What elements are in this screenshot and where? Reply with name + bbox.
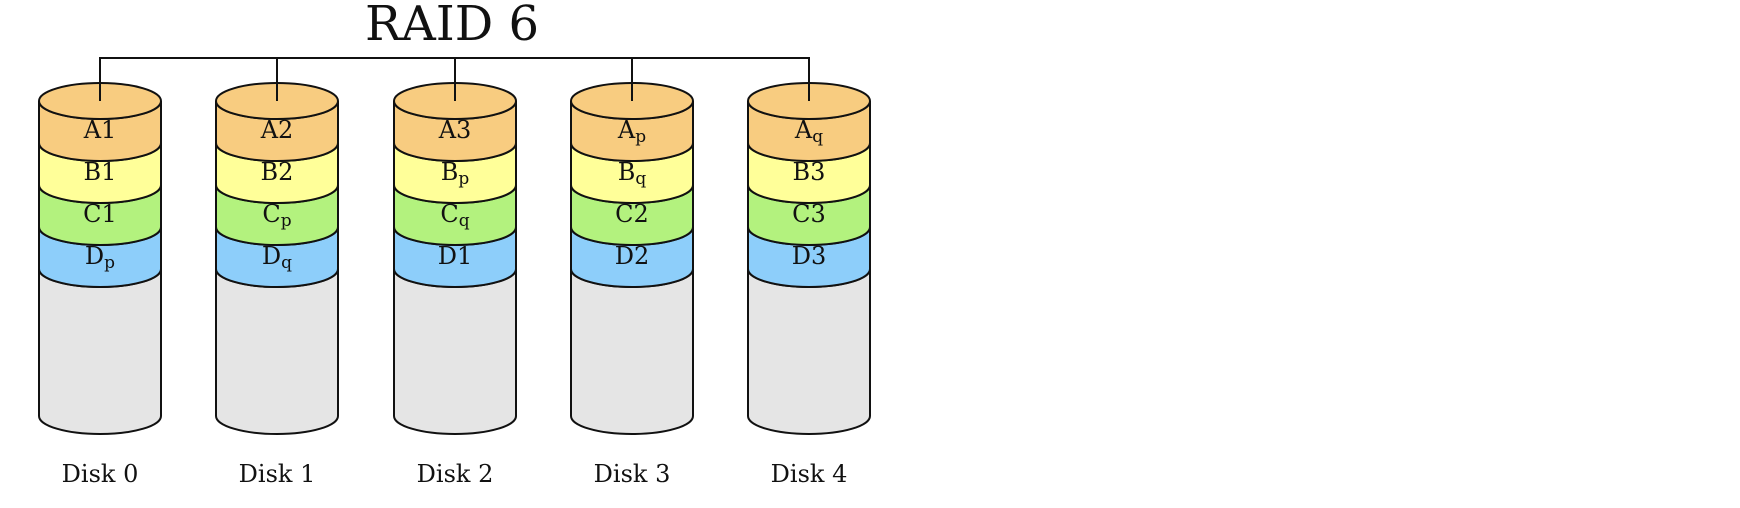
block-label: B3 [793,158,826,186]
disk-label: Disk 4 [771,460,848,488]
disk-empty-body [393,268,517,435]
block-label: B2 [261,158,294,186]
block-label: C3 [792,200,826,228]
disk-empty-body [570,268,694,435]
block-label: C2 [615,200,649,228]
disk-empty-body [38,268,162,435]
disk-empty-body [747,268,871,435]
block-label: D1 [438,242,473,270]
block-label: C1 [83,200,117,228]
block-label: Dq [262,242,292,273]
block-label: A3 [438,116,472,144]
block-label: D2 [615,242,650,270]
block-label: Dp [85,242,115,273]
disk-label: Disk 1 [239,460,316,488]
disk-label: Disk 2 [417,460,494,488]
diagram-title: RAID 6 [365,0,539,52]
block-label: Aq [794,116,823,147]
block-label: Bp [441,158,470,189]
block-label: A1 [83,116,117,144]
array-connector [99,57,810,101]
block-label: Cq [440,200,469,231]
disk-label: Disk 0 [62,460,139,488]
block-label: Ap [617,116,646,147]
block-label: D3 [792,242,827,270]
block-label: Bq [618,158,647,189]
block-label: Cp [262,200,291,231]
block-label: A2 [260,116,294,144]
disk-label: Disk 3 [594,460,671,488]
disk-empty-body [215,268,339,435]
block-label: B1 [84,158,117,186]
